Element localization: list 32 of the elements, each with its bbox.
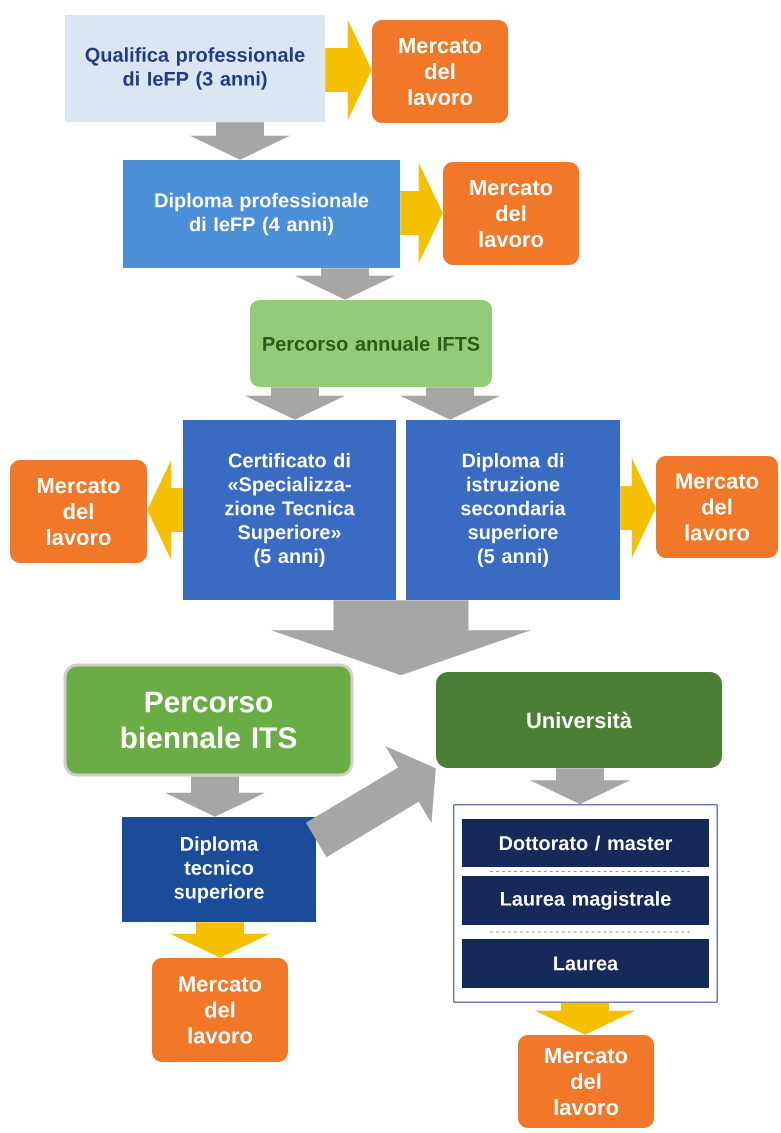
block-arrow [400,387,500,420]
container-box [453,804,718,1003]
block-arrow [295,268,395,300]
block-arrow [535,1002,635,1035]
course-box: Percorso biennale ITS [63,663,354,777]
outcome-box: Mercato del lavoro [10,460,147,563]
qualification-box: Certificato di «Specializza- zione Tecnica Superiore» (5 anni) [183,420,396,600]
outcome-box: Mercato del lavoro [372,20,508,123]
outcome-box: Mercato del lavoro [656,456,778,558]
course-box: Percorso annuale IFTS [250,300,492,387]
outcome-box: Mercato del lavoro [518,1035,654,1128]
block-arrow [400,163,443,263]
university-box: Università [436,672,722,768]
qualification-box: Diploma di istruzione secondaria superiore (5 anni) [406,420,620,600]
qualification-box: Diploma tecnico superiore [122,817,316,922]
block-arrow [245,387,345,420]
block-arrow [530,768,630,805]
outcome-box: Mercato del lavoro [443,162,579,265]
block-arrow [271,600,531,676]
block-arrow [190,122,290,160]
outcome-box: Mercato del lavoro [152,958,288,1062]
block-arrow [620,458,656,558]
degree-box: Dottorato / master [462,819,709,867]
block-arrow [325,20,372,120]
qualification-box: Qualifica professionale di IeFP (3 anni) [65,15,325,122]
block-arrow [170,922,270,958]
qualification-box: Diploma professionale di IeFP (4 anni) [123,160,400,268]
block-arrow [147,460,183,560]
block-arrow [305,746,436,858]
degree-box: Laurea [462,939,709,988]
degree-box: Laurea magistrale [462,876,709,925]
block-arrow [165,776,265,817]
